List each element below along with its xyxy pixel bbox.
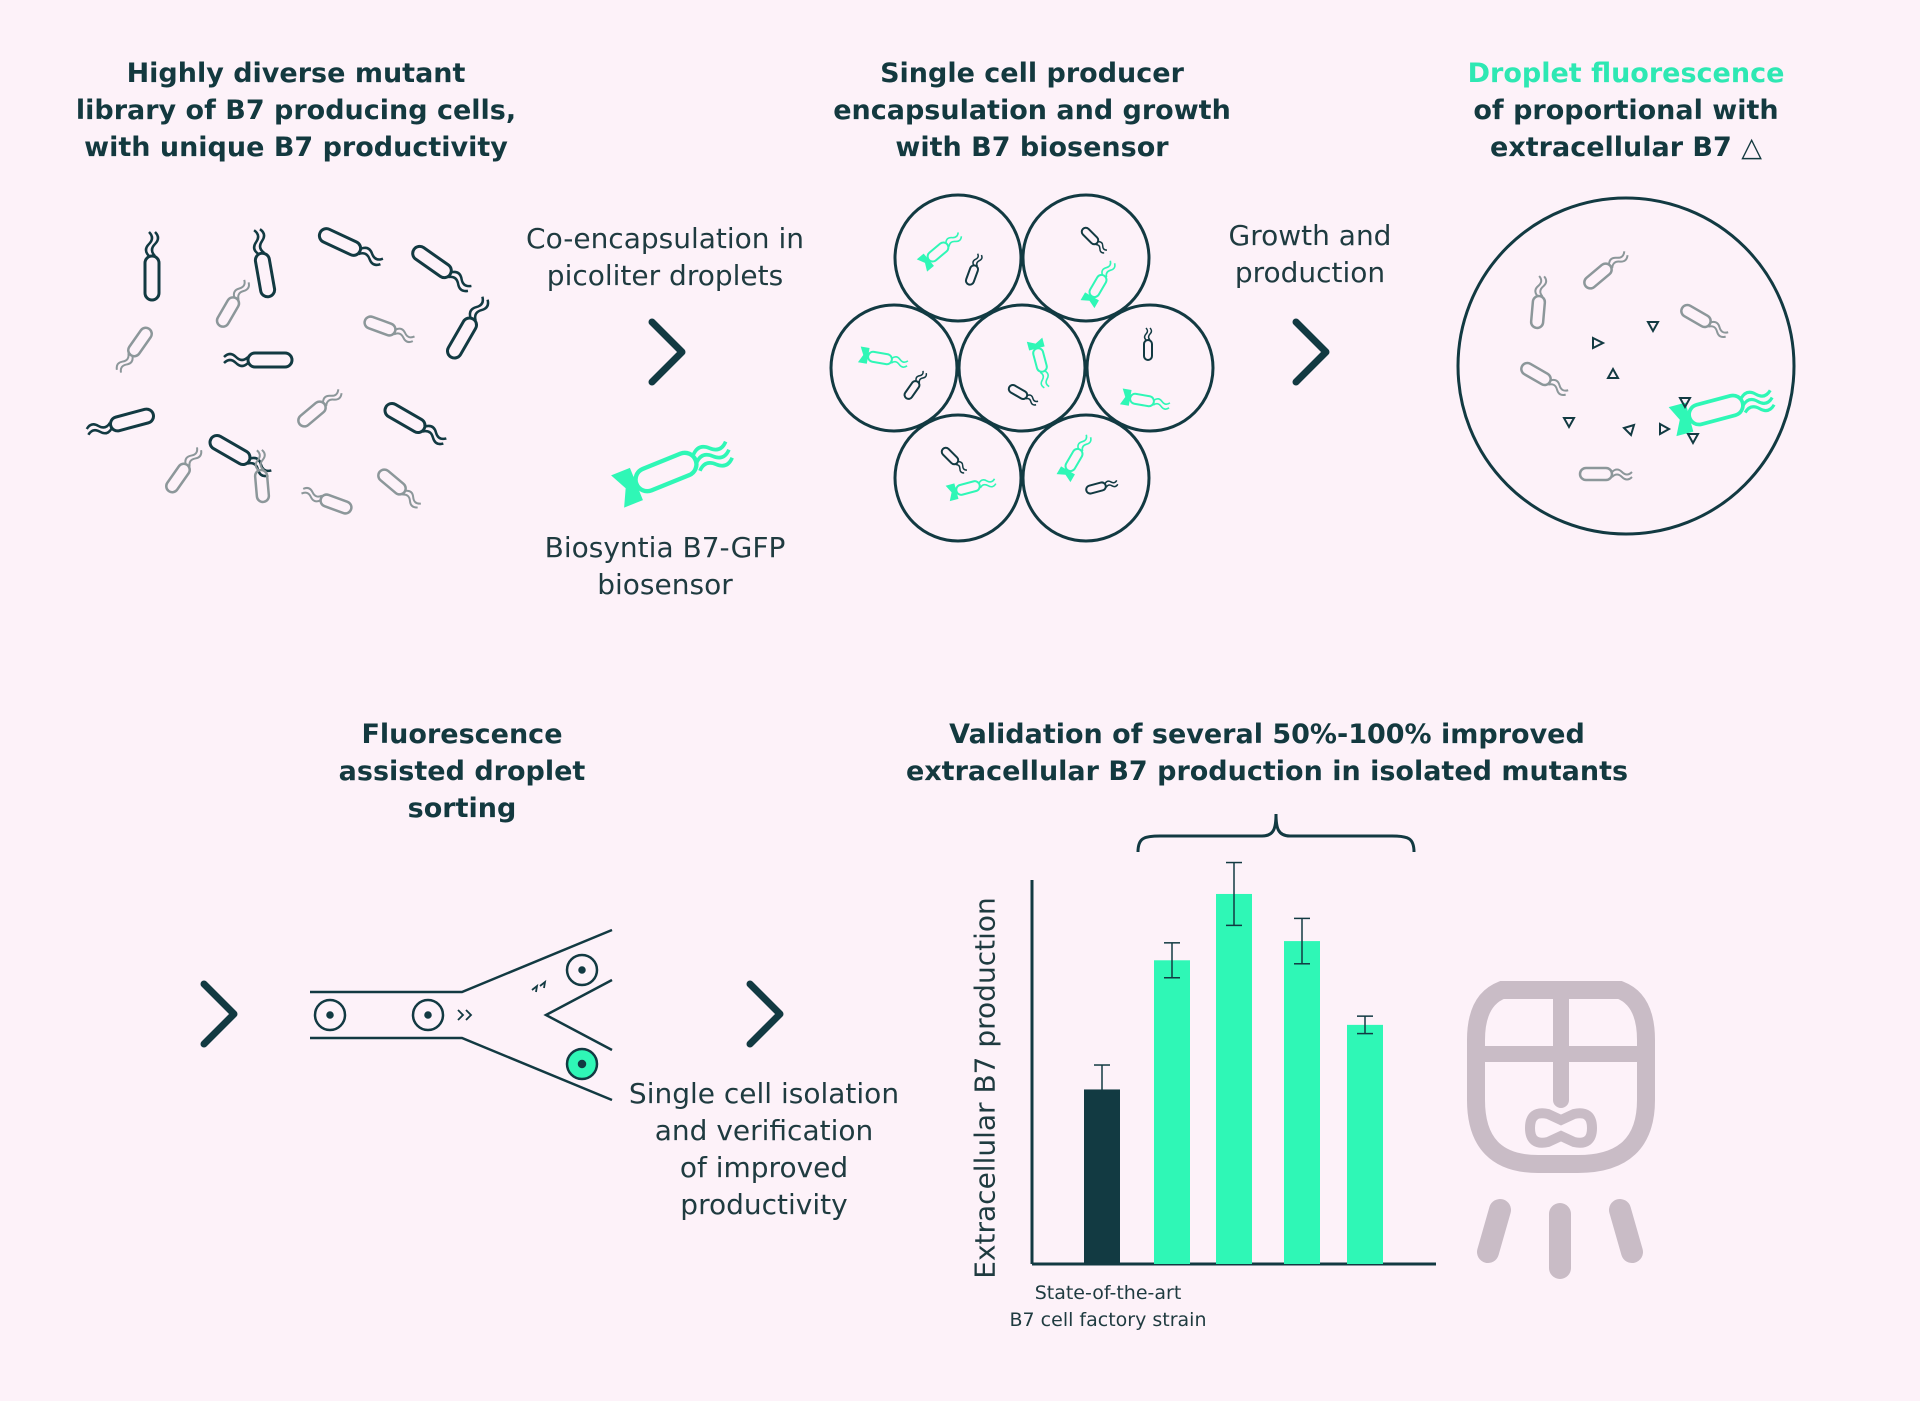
chevron-right-icon xyxy=(750,984,780,1044)
fluorescent-droplet xyxy=(1456,196,1796,536)
droplet-contents xyxy=(856,225,1172,503)
droplet-cluster xyxy=(829,193,1215,543)
chevron-right-icon xyxy=(1296,322,1326,382)
step3-title: Single cell producer encapsulation and g… xyxy=(833,58,1231,163)
step5-title: Droplet fluorescence of proportional wit… xyxy=(1467,58,1785,163)
microfluidic-sorter xyxy=(310,928,613,1102)
chart-bar-2 xyxy=(1154,960,1190,1264)
chart-bar-5 xyxy=(1347,1024,1383,1264)
step8-title: Validation of several 50%-100% improved … xyxy=(905,719,1629,787)
chart-bar-1 xyxy=(1084,1089,1120,1264)
chart-bar-4 xyxy=(1284,941,1320,1264)
growth-caption: Growth and production xyxy=(1228,219,1392,289)
mutant-library-cells xyxy=(84,224,493,517)
co-encapsulation-caption: Co-encapsulation in picoliter droplets xyxy=(526,222,804,292)
biosensor-icon xyxy=(611,431,734,508)
train-logo-icon xyxy=(1467,981,1655,1279)
production-bar-chart xyxy=(1030,861,1436,1266)
triangle-icon: △ xyxy=(1741,132,1762,163)
chart-category-label: State-of-the-art B7 cell factory strain xyxy=(1009,1282,1207,1331)
chart-bar-3 xyxy=(1216,893,1252,1264)
chevron-right-icon xyxy=(652,322,682,382)
step1-title: Highly diverse mutant library of B7 prod… xyxy=(75,58,517,163)
improvement-bracket xyxy=(1136,813,1416,853)
biosensor-caption: Biosyntia B7-GFP biosensor xyxy=(544,531,786,601)
isolation-caption: Single cell isolation and verification o… xyxy=(628,1077,900,1221)
step6-title: Fluorescence assisted droplet sorting xyxy=(338,719,586,824)
chevron-right-icon xyxy=(204,984,234,1044)
